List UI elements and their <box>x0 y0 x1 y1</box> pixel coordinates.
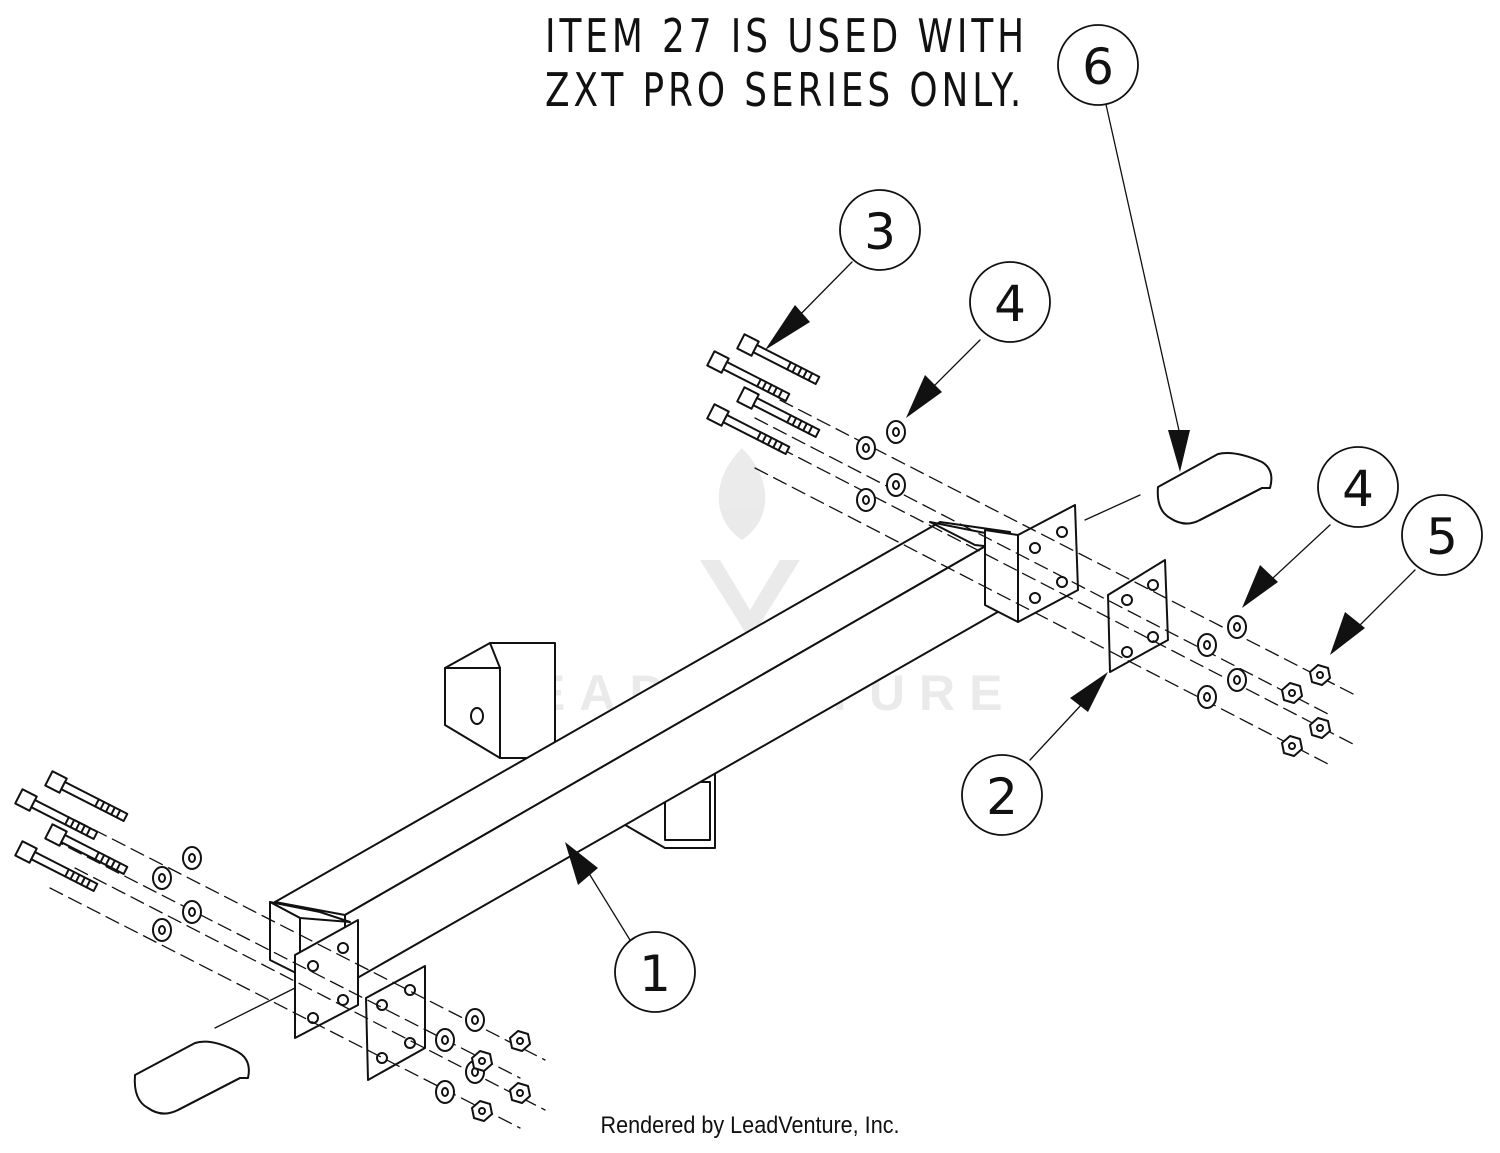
arrowheads <box>565 305 1365 885</box>
axis-lines <box>49 399 1356 1129</box>
svg-text:6: 6 <box>1082 38 1114 96</box>
svg-text:3: 3 <box>864 203 896 261</box>
plate-item-2-left <box>365 965 426 1081</box>
callout-2: 2 <box>961 754 1043 836</box>
footer-credit: Rendered by LeadVenture, Inc. <box>600 1112 900 1139</box>
callout-4-upper: 4 <box>969 261 1051 343</box>
pad-item-6-left <box>133 1040 250 1115</box>
main-tube <box>274 521 1011 986</box>
svg-text:1: 1 <box>639 945 671 1003</box>
svg-text:4: 4 <box>1342 460 1374 518</box>
callout-3: 3 <box>839 189 921 271</box>
callouts: 6 3 4 4 5 2 1 <box>614 24 1483 1013</box>
callout-6: 6 <box>1057 24 1139 106</box>
svg-text:5: 5 <box>1426 508 1458 566</box>
washers-item-4 <box>152 420 1247 1104</box>
callout-1: 1 <box>614 931 696 1013</box>
callout-5: 5 <box>1401 494 1483 576</box>
note-line-1: ITEM 27 IS USED WITH <box>545 9 1029 63</box>
note-line-2: ZXT PRO SERIES ONLY. <box>545 63 1026 117</box>
bolts-item-3-upper <box>706 333 821 455</box>
svg-text:2: 2 <box>986 768 1018 826</box>
pad-item-6-right <box>1156 452 1273 525</box>
svg-text:4: 4 <box>994 275 1026 333</box>
callout-4-lower: 4 <box>1317 446 1399 528</box>
nuts-item-5 <box>471 664 1331 1122</box>
left-mount-bracket <box>269 901 359 1039</box>
bolts-item-3-lower <box>14 770 129 892</box>
